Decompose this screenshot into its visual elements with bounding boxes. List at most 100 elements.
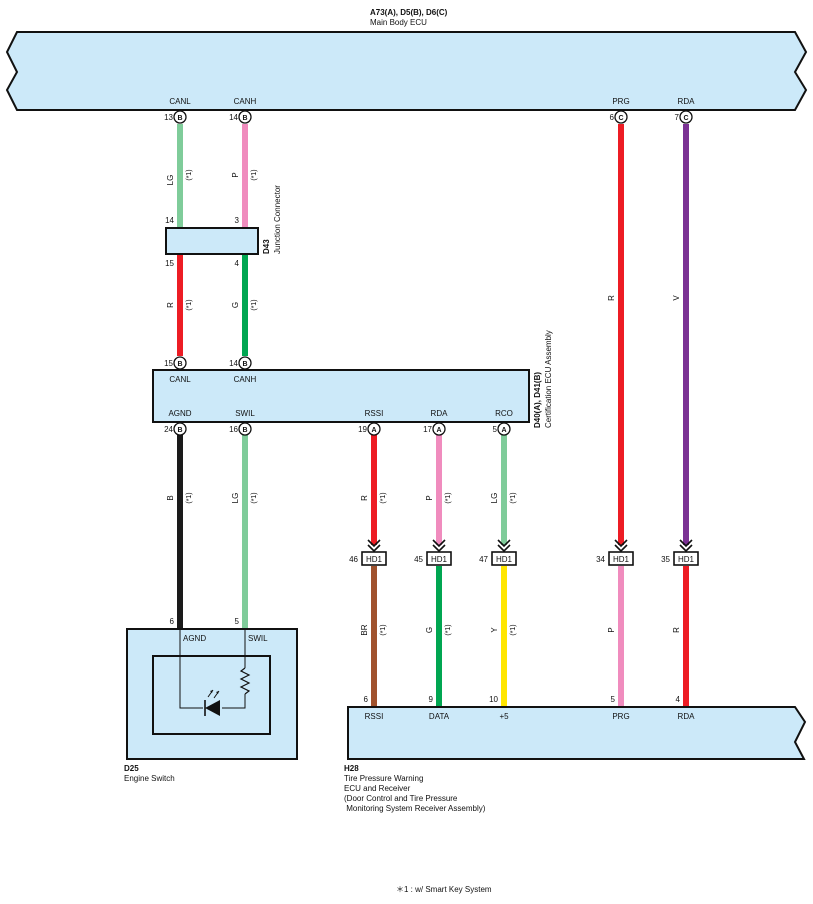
wire-color-label: LG	[166, 175, 175, 186]
main-pin-label-canh: CANH	[234, 97, 257, 106]
hd1-label: HD1	[678, 555, 695, 564]
hd1-connector: HD1 45	[414, 539, 452, 566]
main-ecu-pins: 13 B 14 B 6 C 7 C	[164, 110, 693, 124]
es-pin-label-agnd: AGND	[183, 634, 206, 643]
wire-color-label: G	[231, 302, 240, 308]
pin-circle	[614, 110, 628, 124]
wire-note-mark: (*1)	[380, 624, 387, 635]
resistor-icon	[239, 667, 251, 695]
es-circuit-wire	[222, 694, 246, 709]
wire-color-label: G	[425, 627, 434, 633]
hd1-pin-num: 46	[349, 555, 358, 564]
cert-ecu-name: Certification ECU Assembly	[544, 330, 553, 428]
wire-note-mark: (*1)	[186, 169, 193, 180]
cert-pin-label-canl: CANL	[169, 375, 191, 384]
hd1-box	[426, 551, 452, 566]
tire-pressure-ecu: 6 9 10 5 4 RSSI DATA +5 PRG RDA H28 Tire…	[344, 695, 807, 813]
hd1-label: HD1	[613, 555, 630, 564]
cert-pin-label-swil: SWIL	[235, 409, 255, 418]
pin-num: 7	[675, 113, 680, 122]
pin-num: 17	[423, 425, 432, 434]
wire-color-label: R	[166, 302, 175, 308]
main-ecu-code: A73(A), D5(B), D6(C)	[370, 8, 448, 17]
pin-circle	[367, 422, 381, 436]
wire-color-label: R	[672, 627, 681, 633]
wire-note-mark: (*1)	[510, 624, 517, 635]
pin-connector-letter: B	[242, 427, 247, 434]
pin-num: 6	[610, 113, 615, 122]
engine-switch-name: Engine Switch	[124, 774, 175, 783]
connector-chevron	[432, 539, 446, 553]
cert-pin-label-canh: CANH	[234, 375, 257, 384]
tpms-name-line: (Door Control and Tire Pressure	[344, 794, 458, 803]
connector-chevron	[367, 539, 381, 553]
main-body-ecu: A73(A), D5(B), D6(C) Main Body ECU CANL …	[5, 8, 808, 111]
pin-circle	[238, 110, 252, 124]
hd1-connector: HD1 46	[349, 539, 387, 566]
main-pin-label-canl: CANL	[169, 97, 191, 106]
tp-pin-num: 5	[611, 695, 616, 704]
wire-note-mark: (*1)	[186, 492, 193, 503]
pin-num: 13	[164, 113, 173, 122]
cert-pin-label-rssi: RSSI	[365, 409, 384, 418]
pin-connector-letter: A	[371, 427, 376, 434]
wire-color-label: P	[607, 627, 616, 632]
tp-pin-num: 6	[364, 695, 369, 704]
wire-note-mark: (*1)	[445, 624, 452, 635]
pin-circle	[173, 422, 187, 436]
engine-switch-code: D25	[124, 764, 139, 773]
wire-color-label: R	[360, 495, 369, 501]
tpms-name-line: Tire Pressure Warning	[344, 774, 423, 783]
wire-note-mark: (*1)	[251, 492, 258, 503]
pin-circle	[238, 422, 252, 436]
wire-note-mark: (*1)	[186, 299, 193, 310]
wire-color-label: R	[607, 295, 616, 301]
hd1-pin-num: 47	[479, 555, 488, 564]
tp-pin-label-data: DATA	[429, 712, 450, 721]
footnote: ＊1 : w/ Smart Key System	[396, 885, 492, 894]
tp-pin-num: 4	[676, 695, 681, 704]
pin-circle	[173, 110, 187, 124]
pin-connector-letter: C	[618, 115, 623, 122]
hd1-connector: HD1 34	[596, 539, 634, 566]
tpms-box	[347, 706, 807, 760]
led-icon	[204, 689, 220, 716]
junction-pin-15: 15	[165, 259, 174, 268]
junction-code: D43	[262, 239, 271, 254]
es-pin-label-swil: SWIL	[248, 634, 268, 643]
wire-color-label: P	[425, 495, 434, 500]
junction-pin-3: 3	[235, 216, 240, 225]
main-pin-label-prg: PRG	[612, 97, 629, 106]
engine-switch-inner-box	[152, 655, 271, 735]
pin-num: 24	[164, 425, 173, 434]
wire-color-label: BR	[360, 624, 369, 635]
wire-color-label: P	[231, 172, 240, 177]
tp-pin-num: 10	[489, 695, 498, 704]
pin-num: 15	[164, 359, 173, 368]
pin-connector-letter: B	[177, 427, 182, 434]
tp-pin-label-plus5: +5	[499, 712, 509, 721]
pin-num: 14	[229, 359, 238, 368]
main-pin-label-rda: RDA	[678, 97, 696, 106]
pin-num: 16	[229, 425, 238, 434]
tp-pin-label-rda: RDA	[678, 712, 696, 721]
junction-name: Junction Connector	[273, 185, 282, 254]
cert-pin-label-agnd: AGND	[168, 409, 191, 418]
hd1-pin-num: 34	[596, 555, 605, 564]
wire-color-label: LG	[490, 493, 499, 504]
wire-note-mark: (*1)	[510, 492, 517, 503]
junction-connector: 14 3 15 4 D43 Junction Connector	[165, 185, 282, 268]
hd1-label: HD1	[431, 555, 448, 564]
wire-note-mark: (*1)	[445, 492, 452, 503]
connector-chevron	[679, 539, 693, 553]
tp-pin-num: 9	[429, 695, 434, 704]
es-pin-num: 5	[235, 617, 240, 626]
hd1-box	[673, 551, 699, 566]
pin-num: 14	[229, 113, 238, 122]
wire-note-mark: (*1)	[251, 299, 258, 310]
pin-connector-letter: B	[242, 115, 247, 122]
hd1-connectors: HD1 46 HD1 45 HD1 47 HD1 34 HD1	[349, 539, 699, 566]
tp-pin-label-rssi: RSSI	[365, 712, 384, 721]
tpms-code: H28	[344, 764, 359, 773]
cert-pin-label-rda: RDA	[431, 409, 449, 418]
